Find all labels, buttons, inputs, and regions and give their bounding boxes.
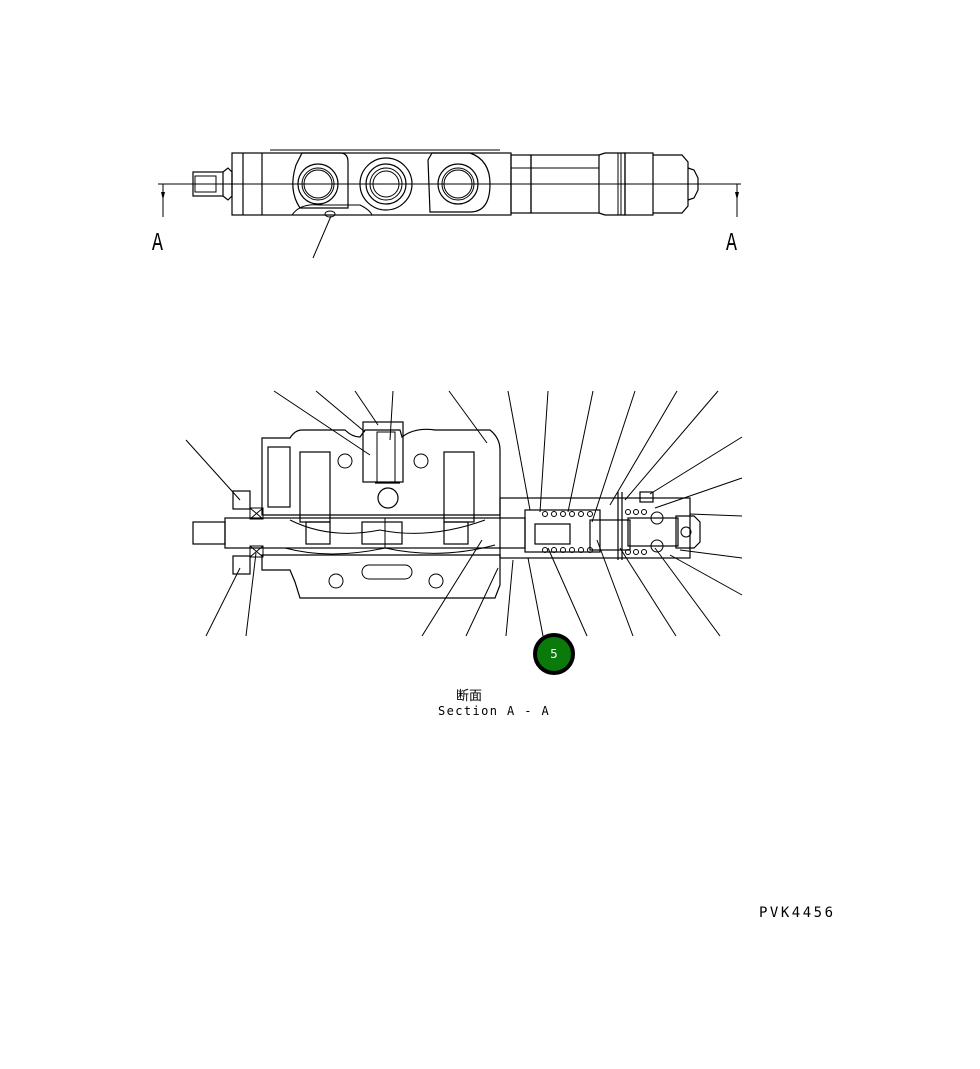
callout-badge-5[interactable]: 5: [533, 633, 575, 675]
top-view-valve: [158, 149, 741, 259]
callout-number: 5: [550, 647, 558, 661]
section-view-valve: [185, 390, 743, 637]
section-caption-english: Section A - A: [438, 704, 551, 718]
section-mark-left: A: [152, 228, 163, 258]
section-caption-japanese: 断面: [456, 689, 483, 704]
section-mark-right: A: [726, 228, 737, 258]
drawing-number: PVK4456: [759, 905, 836, 921]
